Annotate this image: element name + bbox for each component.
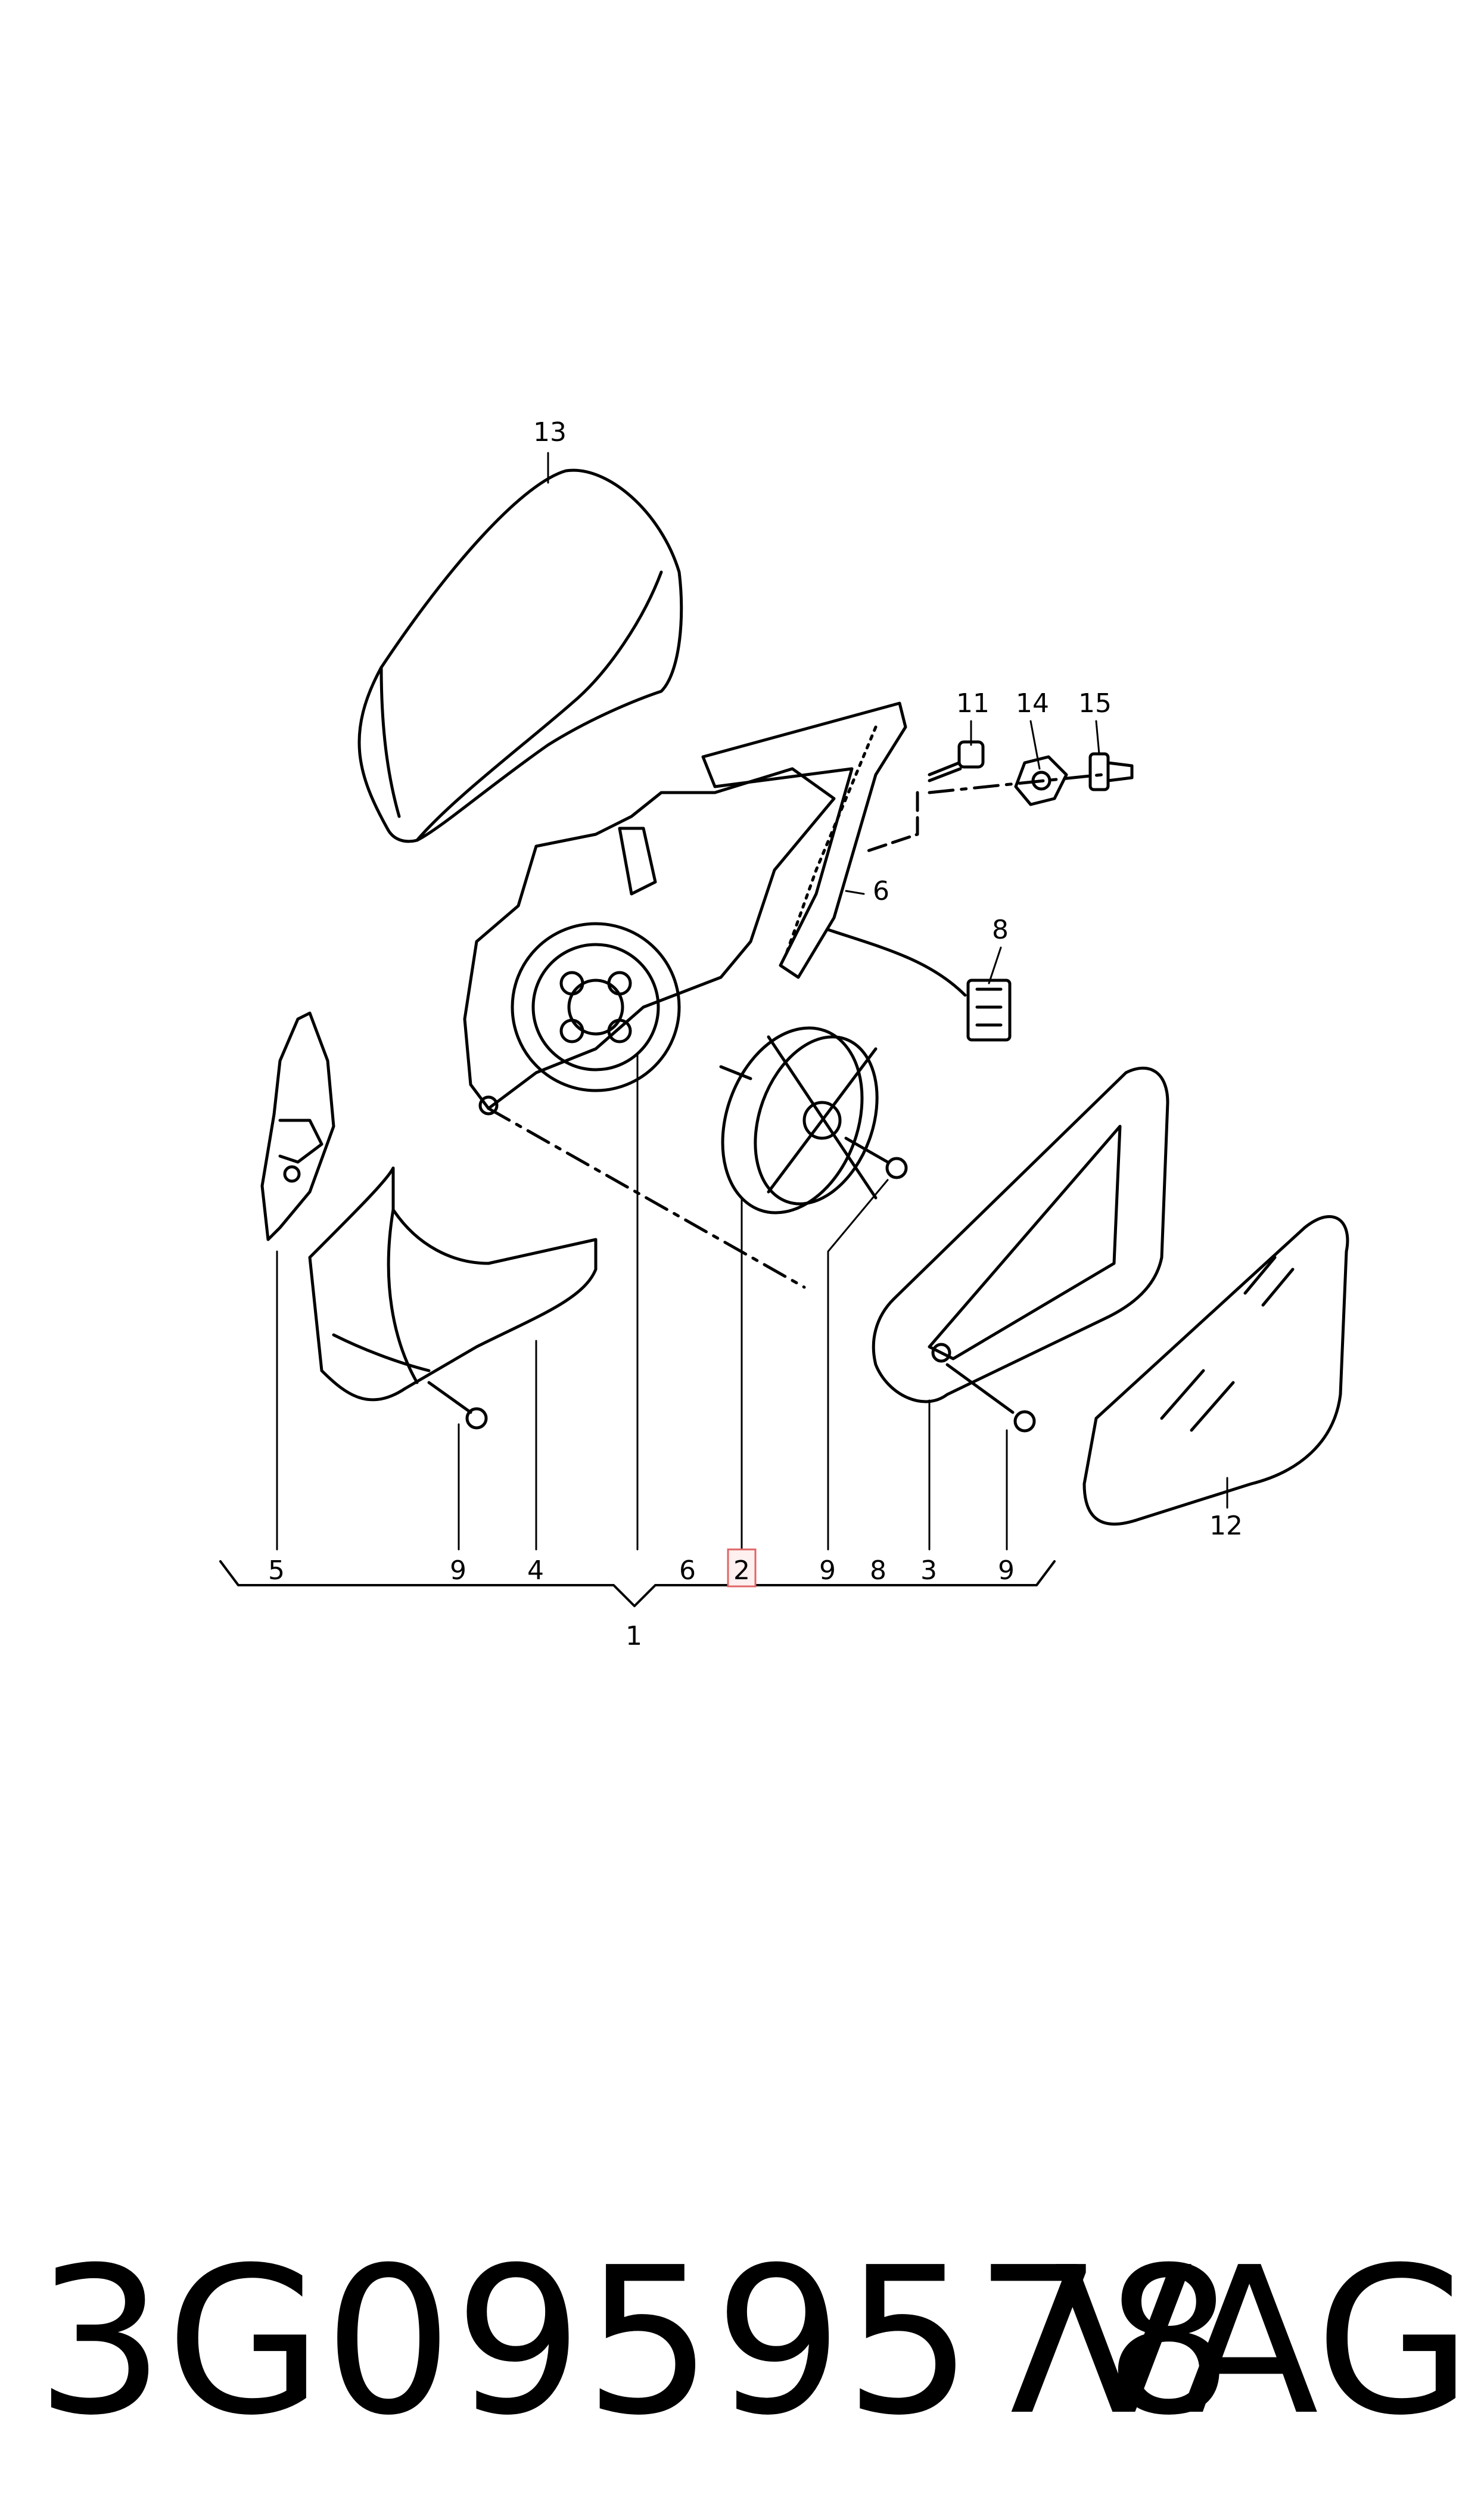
- bottom-callout-5: 5: [268, 1555, 285, 1586]
- mirror-cap-part: [357, 468, 683, 843]
- wiring-harness-part: [826, 928, 1012, 1042]
- callout-11: 11: [956, 688, 990, 719]
- assembly-axis-dashed: [487, 1107, 806, 1289]
- bracket-part: [260, 1011, 335, 1241]
- callout-13: 13: [533, 417, 567, 448]
- assembly-brace: [219, 1560, 1056, 1607]
- clip-part: [1088, 752, 1134, 791]
- bottom-callout-9a: 9: [450, 1555, 466, 1586]
- mirror-glass-part: [1082, 1215, 1349, 1526]
- assembly-axis-dashed-upper: [928, 773, 1104, 794]
- bottom-callout-9c: 9: [998, 1555, 1015, 1586]
- leader-lines: [276, 452, 1228, 1551]
- callout-12-side: 12: [1209, 1511, 1243, 1541]
- part-number: 3G0959578: [36, 2224, 1235, 2460]
- screw-part-right: [945, 1363, 1036, 1433]
- lower-cover-part: [308, 1166, 598, 1402]
- brand-name: VAG: [1054, 2224, 1472, 2460]
- callout-15: 15: [1078, 688, 1112, 719]
- mirror-frame-part: [872, 1066, 1169, 1403]
- footer: 3G0959578 VAG: [0, 2217, 1484, 2467]
- exploded-parts-diagram: 13 11 14 15 6 8 12 1 5 9 4 6 2 9 8 3 9: [219, 417, 1349, 1651]
- screw-part-upper: [844, 1136, 908, 1179]
- bottom-callout-6: 6: [679, 1555, 696, 1586]
- screw-part-left: [427, 1381, 488, 1430]
- assembly-axis-dashed-vert: [862, 791, 919, 854]
- bottom-callout-9b: 9: [819, 1555, 836, 1586]
- callout-1: 1: [626, 1621, 642, 1651]
- bolt-part: [928, 740, 985, 782]
- adjustment-motor-part: [719, 1026, 879, 1215]
- callout-2-highlight: [727, 1548, 757, 1588]
- callout-14: 14: [1016, 688, 1049, 719]
- bottom-callout-3: 3: [920, 1555, 937, 1586]
- bottom-callout-8: 8: [870, 1555, 886, 1586]
- bottom-callout-2: 2: [733, 1555, 750, 1586]
- bottom-callout-4: 4: [527, 1555, 544, 1586]
- mirror-base-assembly: [463, 767, 836, 1116]
- callout-6-side: 6: [873, 876, 889, 906]
- callout-8-side: 8: [992, 915, 1009, 945]
- gasket-strip-part: [701, 701, 907, 979]
